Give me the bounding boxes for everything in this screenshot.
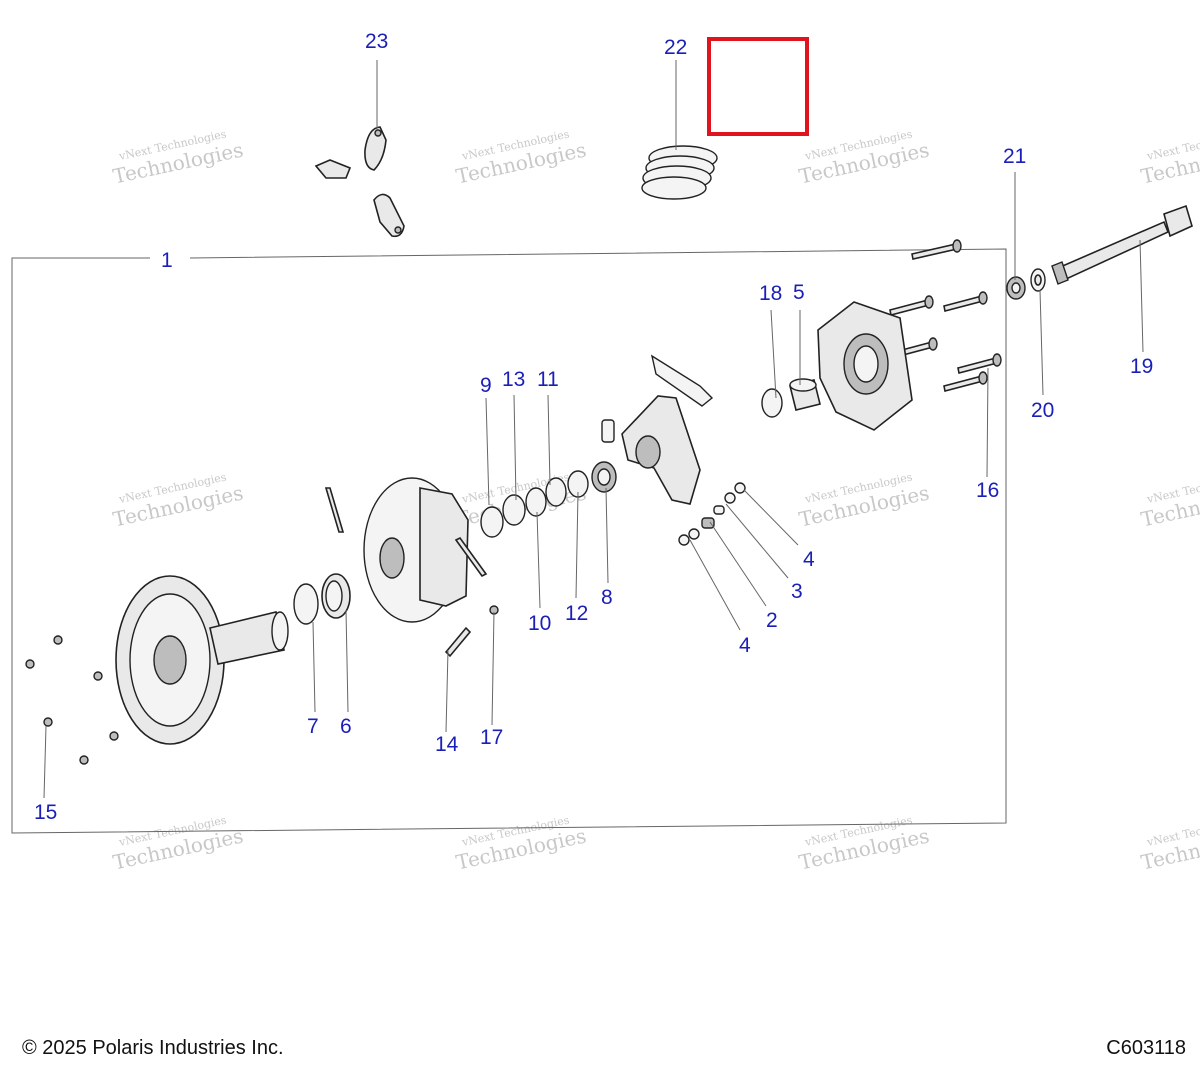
callout-1: 1	[161, 249, 173, 272]
callout-6: 6	[340, 715, 352, 738]
callout-16: 16	[976, 479, 999, 502]
callout-18: 18	[759, 282, 782, 305]
spider-arm[interactable]	[601, 354, 714, 505]
callout-13: 13	[502, 368, 525, 391]
callout-23: 23	[365, 30, 388, 53]
callout-20: 20	[1031, 399, 1054, 422]
part-5-cover[interactable]	[817, 301, 913, 431]
callout-22: 22	[664, 36, 687, 59]
part-2-3-4-rollers[interactable]	[678, 482, 746, 546]
callout-10: 10	[528, 612, 551, 635]
part-9-ring[interactable]	[480, 506, 504, 538]
part-15-screws[interactable]	[25, 635, 119, 765]
part-18-retaining-ring[interactable]	[761, 388, 783, 418]
part-14-pin[interactable]	[444, 626, 472, 658]
callout-9: 9	[480, 374, 492, 397]
callout-7: 7	[307, 715, 319, 738]
callout-12: 12	[565, 602, 588, 625]
callout-8: 8	[601, 586, 613, 609]
callout-5: 5	[793, 281, 805, 304]
part-5-bushing[interactable]	[789, 378, 821, 411]
callout-2: 2	[766, 609, 778, 632]
callout-labels: 1 2 3 4 4 5 6 7 8 9 10 11 12 13 14 15 16…	[34, 30, 1153, 824]
callout-14: 14	[435, 733, 459, 756]
part-11-ring[interactable]	[545, 477, 567, 507]
part-19-shaft-bolt[interactable]	[1051, 204, 1193, 285]
part-10-ring[interactable]	[525, 487, 547, 517]
callout-4-upper: 4	[803, 548, 815, 571]
fixed-sheave[interactable]	[115, 575, 289, 745]
callout-11: 11	[537, 368, 559, 391]
pin-right[interactable]	[454, 536, 488, 578]
movable-sheave[interactable]	[363, 477, 469, 623]
figure-code: C603118	[1106, 1037, 1186, 1059]
part-21-nut[interactable]	[1006, 276, 1026, 300]
pin-upper[interactable]	[324, 487, 345, 533]
callout-21: 21	[1003, 145, 1026, 168]
callout-17: 17	[480, 726, 503, 749]
part-16-bolts[interactable]	[889, 239, 1002, 392]
part-23-weights[interactable]	[314, 126, 405, 238]
part-20-washer[interactable]	[1030, 268, 1046, 292]
highlight-box	[707, 37, 809, 136]
assembly-boundary	[11, 248, 1007, 834]
leader-lines	[43, 60, 1144, 799]
part-22-spring[interactable]	[641, 145, 718, 200]
callout-4-lower: 4	[739, 634, 751, 657]
copyright-notice: © 2025 Polaris Industries Inc.	[22, 1037, 284, 1059]
part-13-ring[interactable]	[502, 494, 526, 526]
callout-19: 19	[1130, 355, 1153, 378]
part-7-ring[interactable]	[293, 583, 319, 625]
callout-3: 3	[791, 580, 803, 603]
callout-15: 15	[34, 801, 57, 824]
part-8-bearing[interactable]	[591, 461, 617, 493]
part-6-bushing[interactable]	[321, 573, 351, 619]
